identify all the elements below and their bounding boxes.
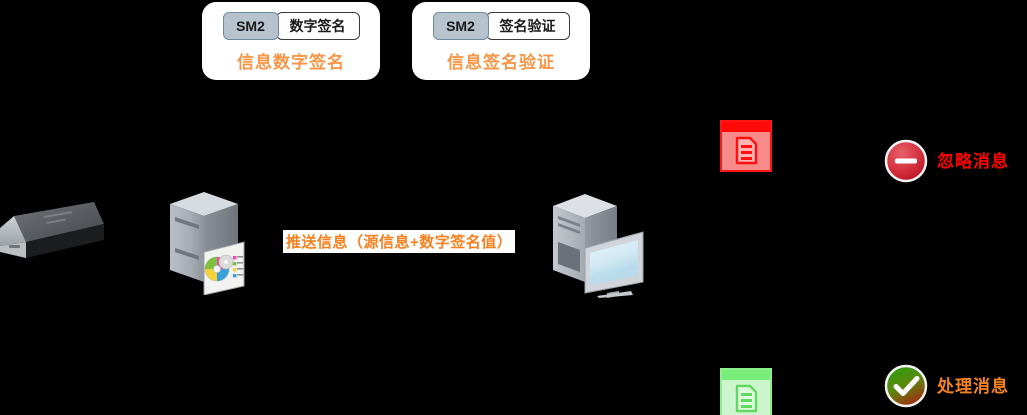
status-label-process-message: 处理消息 xyxy=(937,377,1009,396)
algorithm-badge-sm2-verify[interactable]: SM2 xyxy=(432,12,489,40)
flow-label-push-message: 推送信息（源信息+数字签名值） xyxy=(283,230,516,253)
card-verify-caption: 信息签名验证 xyxy=(447,53,555,72)
tower-server-with-software-icon xyxy=(160,190,260,295)
check-circle-icon xyxy=(884,364,928,408)
operation-badge-digital-signature[interactable]: 数字签名 xyxy=(275,12,360,40)
operation-badge-signature-verification[interactable]: 签名验证 xyxy=(485,12,570,40)
rack-appliance-icon xyxy=(0,198,104,260)
card-信息签名验证: SM2 签名验证 信息签名验证 xyxy=(412,2,590,80)
algorithm-badge-sm2-sign[interactable]: SM2 xyxy=(222,12,279,40)
document-red-icon xyxy=(720,120,772,172)
card-信息数字签名: SM2 数字签名 信息数字签名 xyxy=(202,2,380,80)
desktop-computer-icon xyxy=(545,190,653,298)
minus-circle-icon xyxy=(884,139,928,183)
card-verify-buttons: SM2 签名验证 xyxy=(412,12,590,40)
card-sign-buttons: SM2 数字签名 xyxy=(202,12,380,40)
card-sign-caption: 信息数字签名 xyxy=(237,53,345,72)
document-green-icon xyxy=(720,368,772,415)
status-label-ignore-message: 忽略消息 xyxy=(937,152,1009,171)
